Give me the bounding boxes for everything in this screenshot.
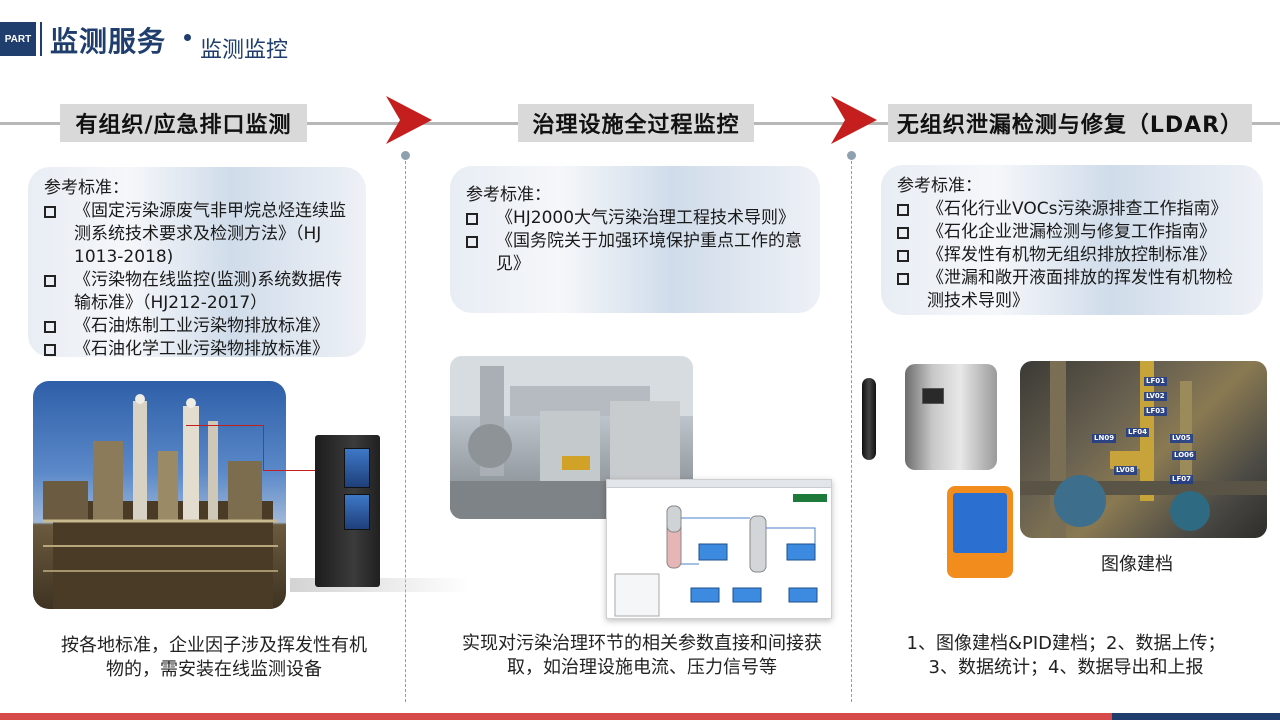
pipeline-photo: LF01 LV02 LF03 LF04 LV05 LO06 LF07 LV08 … [1020,361,1267,538]
checkbox-square-icon [897,204,909,216]
reference-item: 《石油化学工业污染物排放标准》 [44,338,350,361]
leak-point-tag: LN09 [1092,434,1117,443]
section-caption-2: 实现对污染治理环节的相关参数直接和间接获取，如治理设施电流、压力信号等 [462,633,822,678]
leak-point-tag: LF04 [1126,428,1149,437]
reference-card-2: 参考标准： 《HJ2000大气污染治理工程技术导则》 《国务院关于加强环境保护重… [450,166,820,313]
footer-bar-blue [1112,713,1280,720]
page-title: 监测服务 [50,25,167,58]
chevron-right-icon [386,96,432,144]
checkbox-square-icon [466,213,478,225]
part-badge: PART [0,22,36,56]
footer-bar-red [0,713,1112,720]
reference-item: 《污染物在线监控(监测)系统数据传输标准》（HJ212-2017） [44,269,350,315]
leak-point-tag: LF07 [1170,475,1193,484]
checkbox-square-icon [44,275,56,287]
process-diagram [614,494,827,617]
title-bullet [184,34,191,41]
reference-item: 《石化行业VOCs污染源排查工作指南》 [897,198,1247,221]
separator-dot [847,151,856,160]
reference-item: 《挥发性有机物无组织排放控制标准》 [897,244,1247,267]
checkbox-square-icon [897,250,909,262]
reference-item: 《泄漏和敞开液面排放的挥发性有机物检测技术导则》 [897,267,1247,313]
leak-point-tag: LV08 [1114,466,1137,475]
treatment-facility-photo [450,356,693,519]
image-caption: 图像建档 [1101,554,1173,575]
reference-title: 参考标准： [466,185,551,205]
checkbox-square-icon [897,227,909,239]
checkbox-square-icon [897,273,909,285]
reference-item: 《石化企业泄漏检测与修复工作指南》 [897,221,1247,244]
leak-point-tag: LO06 [1172,451,1196,460]
section-heading-1: 有组织/应急排口监测 [60,104,307,142]
leak-point-tag: LF01 [1144,377,1167,386]
section-heading-3: 无组织泄漏检测与修复（LDAR） [888,104,1252,142]
checkbox-square-icon [44,321,56,333]
reference-item: 《国务院关于加强环境保护重点工作的意见》 [466,230,804,276]
gas-detector [905,364,997,470]
column-separator [405,156,406,702]
cabinet-screen [344,448,370,488]
reference-card-1: 参考标准： 《固定污染源废气非甲烷总烃连续监测系统技术要求及检测方法》（HJ 1… [28,167,366,359]
refinery-illustration [43,394,278,609]
reference-card-3: 参考标准： 《石化行业VOCs污染源排查工作指南》 《石化企业泄漏检测与修复工作… [881,165,1263,315]
connector-line [263,470,315,471]
reference-item: 《固定污染源废气非甲烷总烃连续监测系统技术要求及检测方法》（HJ 1013-20… [44,200,350,269]
chevron-right-icon [831,96,877,144]
reference-item: 《HJ2000大气污染治理工程技术导则》 [466,207,804,230]
cabinet-screen [344,494,370,530]
detector-screen [922,388,944,404]
connector-line [263,425,264,471]
column-separator [851,156,852,702]
checkbox-square-icon [466,236,478,248]
section-caption-3: 1、图像建档&PID建档；2、数据上传；3、数据统计；4、数据导出和上报 [906,633,1226,678]
header-divider [40,22,42,56]
reference-title: 参考标准： [44,178,129,198]
leak-point-tag: LV02 [1144,392,1167,401]
checkbox-square-icon [44,344,56,356]
checkbox-square-icon [44,206,56,218]
leak-point-tag: LF03 [1144,407,1167,416]
separator-dot [401,151,410,160]
scada-toolbar [607,480,831,488]
refinery-photo [33,381,286,609]
section-caption-1: 按各地标准，企业因子涉及挥发性有机物的，需安装在线监测设备 [61,635,367,680]
handheld-screen [953,493,1007,553]
probe-device [862,378,876,460]
scada-screen [606,479,832,619]
reference-title: 参考标准： [897,176,982,196]
leak-point-tag: LV05 [1170,434,1193,443]
page-subtitle: 监测监控 [200,38,289,63]
reference-item: 《石油炼制工业污染物排放标准》 [44,315,350,338]
section-heading-2: 治理设施全过程监控 [518,104,754,142]
pipeline-illustration [1020,361,1267,538]
connector-line [186,425,264,426]
